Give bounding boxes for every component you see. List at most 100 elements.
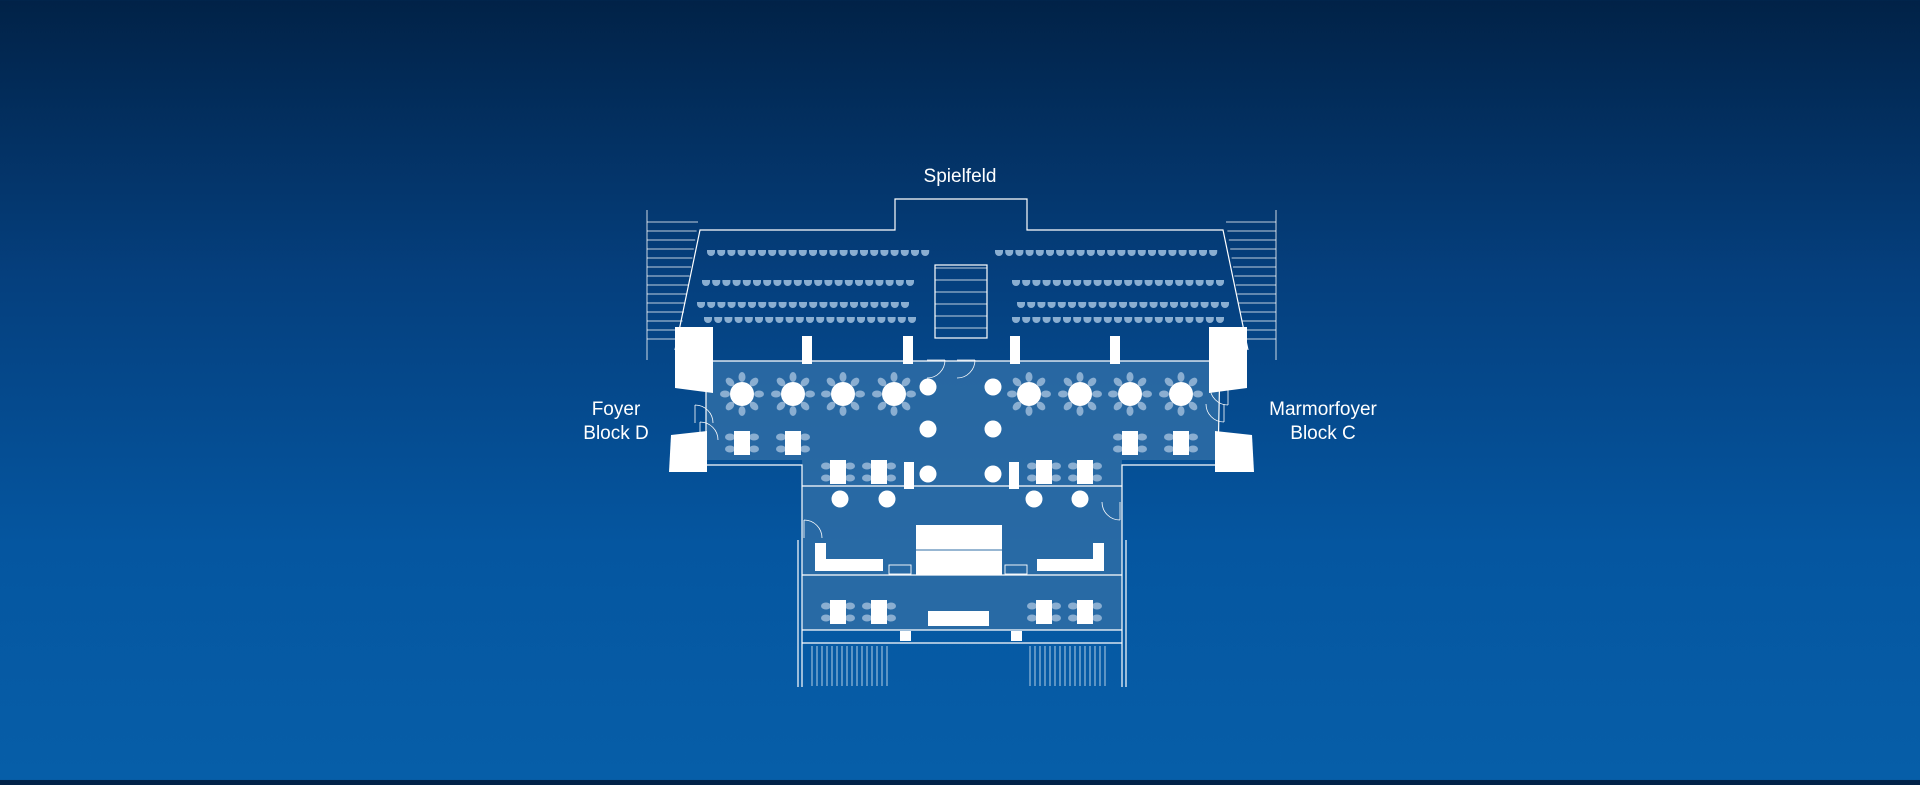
door-icon — [1209, 386, 1229, 406]
seat-icon — [1209, 250, 1218, 256]
chair-icon — [1188, 433, 1198, 441]
chair-icon — [1137, 445, 1147, 453]
seat-icon — [1195, 317, 1204, 323]
seat-icon — [1022, 280, 1031, 286]
seat-icon — [1205, 317, 1214, 323]
chair-icon — [821, 614, 831, 622]
chair-icon — [1027, 602, 1037, 610]
seat-icon — [737, 250, 746, 256]
seat-icon — [1165, 317, 1173, 323]
seat-icon — [1093, 280, 1102, 286]
seat-icon — [1154, 280, 1163, 286]
seat-icon — [1175, 280, 1184, 286]
seat-icon — [890, 302, 899, 308]
chair-icon — [1164, 401, 1174, 411]
seat-icon — [773, 280, 782, 286]
center-stairs-frame — [934, 264, 988, 339]
chair-icon — [749, 445, 759, 453]
chair-icon — [1092, 602, 1102, 610]
seat-icon — [1119, 302, 1127, 308]
door-icon — [803, 519, 823, 539]
rect-table-icon — [1077, 600, 1093, 624]
rect-table-icon — [1173, 431, 1189, 455]
seat-icon — [1124, 280, 1133, 286]
service-hatch-right — [1004, 564, 1028, 575]
seat-icon — [809, 250, 817, 256]
chair-icon — [1188, 401, 1198, 411]
seat-icon — [1032, 317, 1041, 323]
round-table-icon — [919, 420, 937, 438]
seat-icon — [1180, 302, 1189, 308]
round-table-icon — [781, 382, 805, 406]
seat-icon — [707, 250, 715, 256]
chair-icon — [1164, 377, 1174, 387]
seat-icon — [717, 250, 726, 256]
seat-icon — [860, 250, 868, 256]
chair-icon — [1092, 390, 1102, 398]
foyer-wall-top — [700, 360, 1222, 461]
seat-icon — [1012, 280, 1020, 286]
chair-icon — [1051, 474, 1061, 482]
chair-icon — [754, 390, 764, 398]
seat-icon — [1076, 250, 1085, 256]
seat-icon — [806, 317, 814, 323]
seat-icon — [747, 250, 756, 256]
chair-icon — [725, 401, 735, 411]
seat-icon — [788, 250, 797, 256]
chair-icon — [1007, 390, 1017, 398]
seat-icon — [1073, 317, 1082, 323]
chair-icon — [1113, 377, 1123, 387]
seat-icon — [846, 317, 855, 323]
chair-icon — [776, 433, 786, 441]
seat-icon — [1005, 250, 1014, 256]
chair-icon — [850, 401, 860, 411]
seat-icon — [1216, 280, 1224, 286]
chair-icon — [1025, 406, 1033, 416]
chair-icon — [1113, 445, 1123, 453]
seat-icon — [804, 280, 812, 286]
rect-table-icon — [734, 431, 750, 455]
seat-icon — [855, 280, 863, 286]
seat-icon — [901, 302, 909, 308]
seat-icon — [849, 250, 858, 256]
seat-icon — [885, 280, 894, 286]
foyer-wall-right — [1121, 464, 1222, 687]
chair-icon — [1036, 401, 1046, 411]
seat-icon — [1083, 317, 1092, 323]
seat-icon — [1114, 317, 1122, 323]
seat-icon — [1027, 302, 1036, 308]
seat-icon — [850, 302, 858, 308]
chair-icon — [1076, 406, 1084, 416]
seat-icon — [742, 280, 751, 286]
door-icon — [926, 359, 946, 379]
seat-icon — [1117, 250, 1126, 256]
seat-icon — [748, 302, 756, 308]
seat-icon — [758, 250, 766, 256]
seat-icon — [1088, 302, 1097, 308]
seat-icon — [1195, 280, 1204, 286]
chair-icon — [906, 390, 916, 398]
chair-icon — [1027, 474, 1037, 482]
seat-icon — [1148, 250, 1156, 256]
seat-icon — [755, 317, 763, 323]
seat-icon — [707, 302, 716, 308]
chair-icon — [886, 602, 896, 610]
seat-icon — [1057, 302, 1066, 308]
chair-icon — [1027, 614, 1037, 622]
chair-icon — [839, 372, 847, 382]
seat-icon — [829, 250, 838, 256]
chair-icon — [1051, 462, 1061, 470]
seat-icon — [717, 302, 726, 308]
stand-outline — [674, 198, 1249, 351]
seat-icon — [1022, 317, 1031, 323]
round-table-icon — [1017, 382, 1041, 406]
chair-icon — [1177, 406, 1185, 416]
seat-icon — [1170, 302, 1178, 308]
chair-icon — [1092, 462, 1102, 470]
chair-icon — [1113, 401, 1123, 411]
foyer-floor — [706, 361, 1220, 630]
round-table-icon — [1068, 382, 1092, 406]
chair-icon — [789, 406, 797, 416]
round-table-icon — [831, 490, 849, 508]
